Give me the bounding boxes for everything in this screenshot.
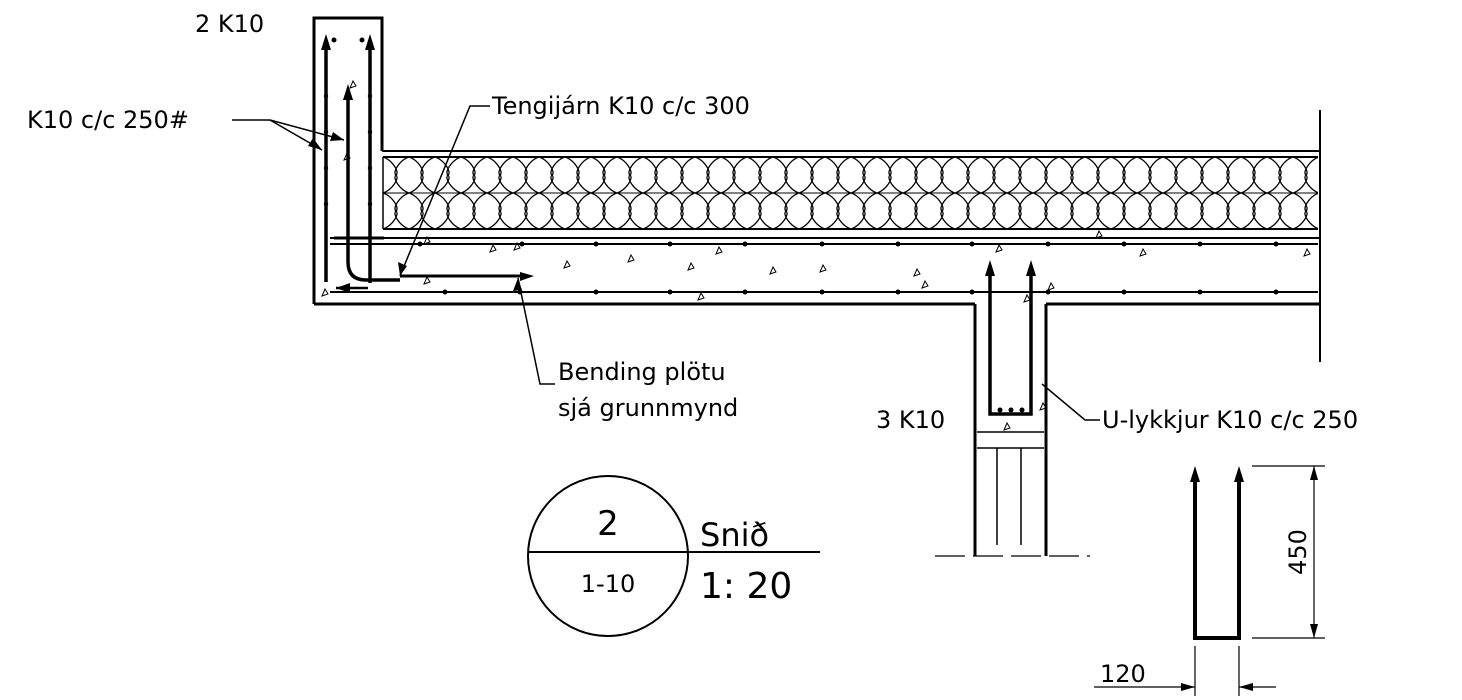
u-bar-detail — [1094, 465, 1325, 696]
slab-reinforcement — [330, 243, 1318, 293]
concrete-slab — [314, 110, 1321, 362]
downstand-beam — [935, 304, 1090, 557]
label-beam-bars: 3 K10 — [876, 406, 945, 434]
insulation-layer — [382, 156, 1318, 230]
section-scale: 1: 20 — [700, 566, 792, 607]
leader-lines — [232, 105, 1100, 421]
dim-height: 450 — [1284, 529, 1312, 575]
tie-bar-arrow — [336, 272, 534, 293]
label-u-loops: U-lykkjur K10 c/c 250 — [1102, 406, 1358, 434]
beam-arrows — [985, 260, 1036, 413]
label-slab-bending-2: sjá grunnmynd — [558, 394, 738, 422]
wall-bar-dots — [323, 37, 373, 207]
section-title: Snið — [700, 516, 769, 554]
label-tie-bars: Tengijárn K10 c/c 300 — [491, 92, 750, 120]
sheet-reference: 1-10 — [581, 570, 635, 598]
label-wall-mesh: K10 c/c 250# — [27, 106, 189, 134]
beam-u-loop — [988, 268, 1033, 416]
leader-arrowheads — [308, 132, 522, 291]
dim-width: 120 — [1100, 660, 1146, 688]
slab-bar-dots — [417, 241, 1279, 295]
detail-marker — [527, 475, 820, 637]
detail-number: 2 — [597, 504, 619, 544]
wall-bar-arrows — [321, 34, 375, 100]
label-slab-bending-1: Bending plötu — [558, 358, 726, 386]
concrete-aggregate — [321, 79, 1311, 431]
wall-reinforcement — [324, 40, 400, 283]
concrete-wall — [312, 16, 1320, 304]
u-bar-detail-arrows — [1181, 466, 1318, 691]
label-top-bars: 2 K10 — [195, 10, 264, 38]
